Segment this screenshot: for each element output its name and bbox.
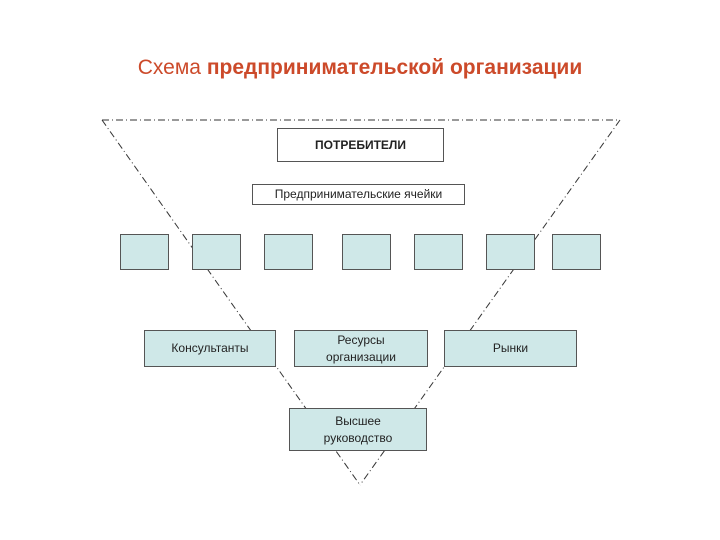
entrepreneurial-cell — [192, 234, 241, 270]
top-management-box: Высшее руководство — [289, 408, 427, 451]
triangle-right-edge — [359, 119, 621, 486]
entrepreneurial-cells-label: Предпринимательские ячейки — [274, 187, 443, 202]
entrepreneurial-cell — [342, 234, 391, 270]
entrepreneurial-cell — [120, 234, 169, 270]
resources-label: Ресурсы организации — [326, 333, 396, 364]
resources-box: Ресурсы организации — [294, 330, 428, 367]
consultants-label: Консультанты — [171, 341, 249, 356]
title-bold: предпринимательской организации — [206, 56, 583, 79]
markets-box: Рынки — [444, 330, 577, 367]
entrepreneurial-cells-label-box: Предпринимательские ячейки — [252, 184, 465, 205]
consumers-label: ПОТРЕБИТЕЛИ — [315, 137, 406, 152]
markets-label: Рынки — [492, 341, 529, 356]
triangle-left-edge — [101, 119, 361, 486]
top-management-label: Высшее руководство — [323, 414, 393, 445]
entrepreneurial-cell — [414, 234, 463, 270]
title-prefix: Схема — [137, 56, 207, 79]
entrepreneurial-cell — [486, 234, 535, 270]
consultants-box: Консультанты — [144, 330, 276, 367]
entrepreneurial-cell — [552, 234, 601, 270]
entrepreneurial-cell — [264, 234, 313, 270]
consumers-box: ПОТРЕБИТЕЛИ — [277, 128, 444, 162]
diagram-title: Схема предпринимательской организации — [0, 56, 720, 80]
